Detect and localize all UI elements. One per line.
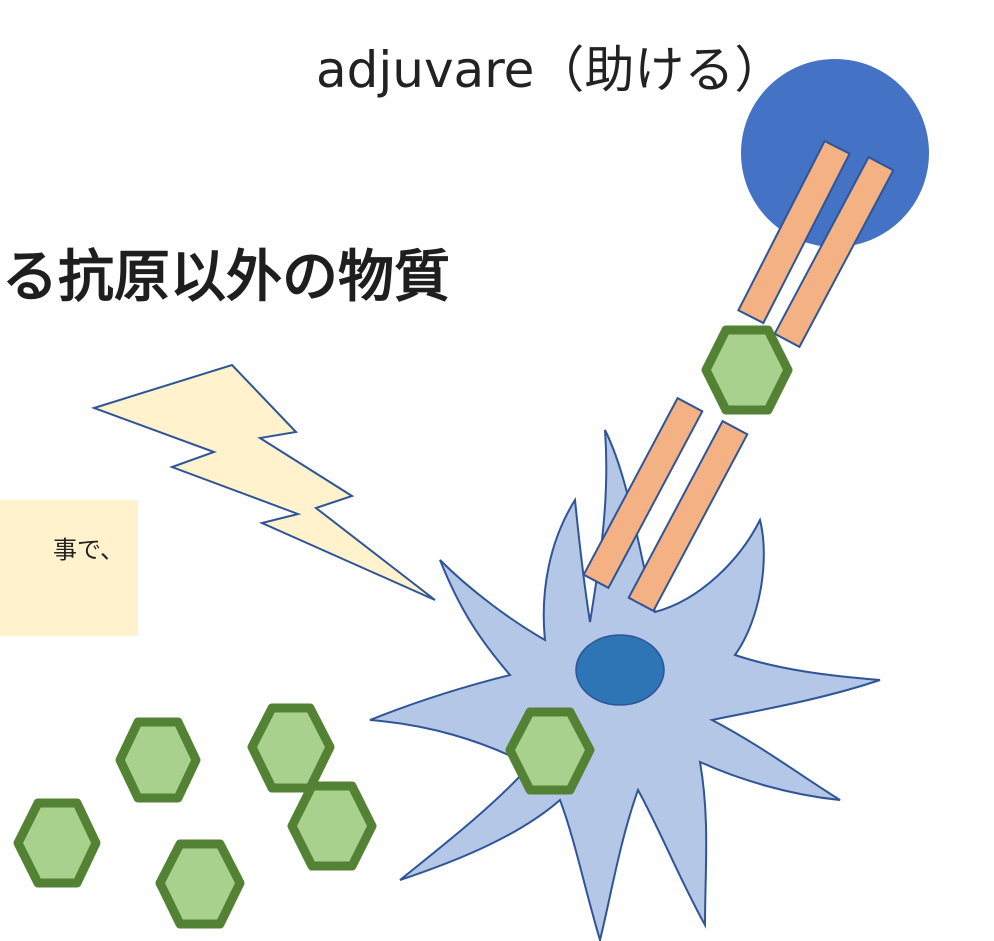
antigen-hexagon [155, 839, 245, 929]
antibody-upper-left-arm [737, 139, 851, 325]
antigen-hexagon [115, 717, 201, 803]
antigen-hexagon [247, 703, 335, 793]
nucleus [575, 634, 665, 706]
antigen-hexagon [287, 781, 377, 871]
antigen-hexagon-bound [701, 325, 793, 415]
title-line-1: adjuvare（助ける） [316, 41, 785, 99]
antibody-upper-right-arm [773, 155, 895, 349]
antigen-hexagon-in-cell [505, 707, 595, 795]
lightning-bolt [90, 363, 436, 601]
note-box: 事で、 [0, 500, 138, 636]
antibody-lower-right-arm [627, 419, 749, 613]
antibody-lower [582, 396, 749, 613]
note-text: 事で、 [52, 536, 124, 564]
title-line-2: る抗原以外の物質 [2, 245, 450, 310]
antibody-upper [737, 139, 895, 349]
antibody-lower-left-arm [582, 396, 704, 590]
antigen-hexagon [13, 798, 101, 888]
